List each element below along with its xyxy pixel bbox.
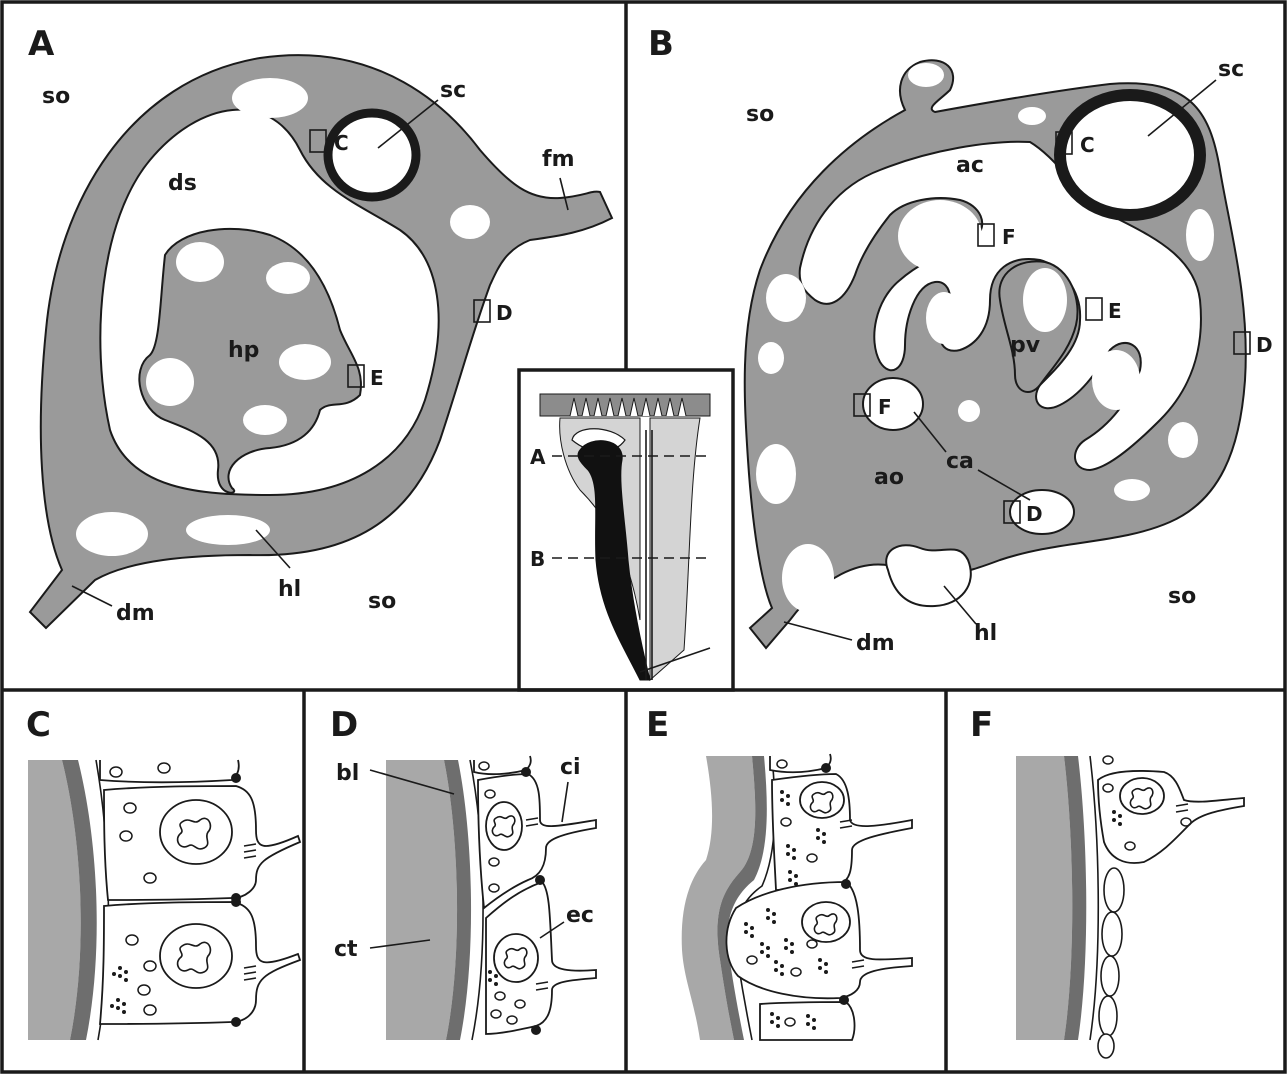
panel-b-vacuole bbox=[782, 544, 834, 612]
panel-b-vacuole bbox=[766, 274, 806, 322]
panel-b-label-sc: sc bbox=[1218, 57, 1244, 82]
panel-e: E bbox=[646, 705, 912, 1040]
inset-diagram: A B bbox=[519, 370, 733, 690]
panel-f: F bbox=[970, 705, 1244, 1058]
panel-b-box-c-label: C bbox=[1080, 133, 1095, 157]
panel-b-vacuole bbox=[1023, 268, 1067, 332]
panel-a-hp-vacuole bbox=[146, 358, 194, 406]
panel-a-wall-vacuole bbox=[232, 78, 308, 118]
panel-b-box-d-inner-label: D bbox=[1026, 502, 1043, 526]
panel-b-label-ca: ca bbox=[946, 449, 974, 474]
panel-b-vacuole bbox=[758, 342, 784, 374]
panel-d-nucleus-1 bbox=[486, 802, 522, 850]
panel-f-basal-edge bbox=[1090, 756, 1098, 1040]
panel-b-vacuole bbox=[1168, 422, 1198, 458]
panel-a-label-so-top: so bbox=[42, 84, 70, 109]
panel-a-label-dm: dm bbox=[116, 601, 155, 626]
panel-a-label-fm: fm bbox=[542, 147, 575, 172]
panel-a-statocyst bbox=[328, 113, 416, 197]
panel-b: B so ac sc pv ao ca hl dm so C F E D F D bbox=[648, 24, 1273, 656]
panel-a-hp-vacuole bbox=[266, 262, 310, 294]
panel-e-nucleus-1 bbox=[800, 782, 844, 818]
panel-a-label-so-bottom: so bbox=[368, 589, 396, 614]
panel-b-label-so-bottom: so bbox=[1168, 584, 1196, 609]
panel-b-vacuole bbox=[1092, 350, 1140, 410]
panel-a-label-hl: hl bbox=[278, 577, 301, 602]
panel-b-vacuole bbox=[908, 63, 944, 87]
panel-b-canal-upper bbox=[863, 378, 923, 430]
panel-b-vacuole bbox=[1018, 107, 1046, 125]
panel-d-leader-ci bbox=[562, 782, 568, 822]
panel-c-nucleus-2 bbox=[160, 924, 232, 988]
panel-a-box-c-label: C bbox=[334, 131, 349, 155]
panel-a-wall-vacuole bbox=[450, 205, 490, 239]
panel-f-nerve-chain bbox=[1098, 868, 1124, 1058]
panel-b-box-f-lower-label: F bbox=[878, 395, 892, 419]
panel-a-hp-vacuole bbox=[243, 405, 287, 435]
panel-a-hp-vacuole bbox=[176, 242, 224, 282]
panel-b-label-dm: dm bbox=[856, 631, 895, 656]
panel-a-letter: A bbox=[28, 24, 55, 64]
panel-d-label-ec: ec bbox=[566, 903, 594, 928]
panel-b-vacuole bbox=[1186, 209, 1214, 261]
panel-c-letter: C bbox=[26, 705, 51, 745]
panel-d-letter: D bbox=[330, 705, 358, 745]
panel-b-vacuole bbox=[898, 200, 982, 272]
panel-a-box-d-label: D bbox=[496, 301, 513, 325]
panel-c-nucleus-1 bbox=[160, 800, 232, 864]
panel-a-label-hp: hp bbox=[228, 338, 259, 363]
panel-b-vacuole bbox=[756, 444, 796, 504]
panel-d-label-ct: ct bbox=[334, 937, 358, 962]
panel-d: D bl ci ct ec bbox=[330, 705, 596, 1040]
panel-b-label-hl: hl bbox=[974, 621, 997, 646]
panel-e-letter: E bbox=[646, 705, 669, 745]
panel-b-hl bbox=[886, 545, 971, 606]
panel-d-label-bl: bl bbox=[336, 761, 359, 786]
inset-label-b: B bbox=[530, 547, 545, 571]
panel-b-box-e-label: E bbox=[1108, 299, 1122, 323]
panel-b-label-ac: ac bbox=[956, 153, 984, 178]
panel-b-vacuole bbox=[1008, 562, 1040, 586]
panel-a-label-sc: sc bbox=[440, 78, 466, 103]
panel-e-nucleus-2 bbox=[802, 902, 850, 942]
panel-b-label-pv: pv bbox=[1010, 333, 1041, 358]
panel-a-label-ds: ds bbox=[168, 171, 197, 196]
panel-b-label-ao: ao bbox=[874, 465, 904, 490]
panel-b-label-so-top: so bbox=[746, 102, 774, 127]
panel-e-cell-bottom bbox=[760, 1002, 854, 1040]
panel-b-box-f-upper-label: F bbox=[1002, 225, 1016, 249]
panel-b-leader-dm bbox=[784, 622, 852, 640]
panel-b-vacuole bbox=[958, 400, 980, 422]
panel-f-connective-tissue bbox=[1016, 756, 1072, 1040]
panel-f-nucleus bbox=[1120, 778, 1164, 814]
panel-d-nucleus-2 bbox=[494, 934, 538, 982]
inset-label-a: A bbox=[530, 445, 546, 469]
panel-a-hl-vacuole bbox=[186, 515, 270, 545]
panel-b-vacuole bbox=[926, 292, 962, 344]
panel-b-vacuole bbox=[1114, 479, 1150, 501]
panel-b-box-d-right-label: D bbox=[1256, 333, 1273, 357]
panel-a-hp-vacuole bbox=[279, 344, 331, 380]
panel-a-hl-vacuole bbox=[76, 512, 148, 556]
panel-c: C bbox=[26, 705, 300, 1040]
panel-b-letter: B bbox=[648, 24, 674, 64]
panel-f-letter: F bbox=[970, 705, 993, 745]
panel-d-label-ci: ci bbox=[560, 755, 581, 780]
panel-d-connective-tissue bbox=[386, 760, 457, 1040]
panel-a-box-e-label: E bbox=[370, 366, 384, 390]
